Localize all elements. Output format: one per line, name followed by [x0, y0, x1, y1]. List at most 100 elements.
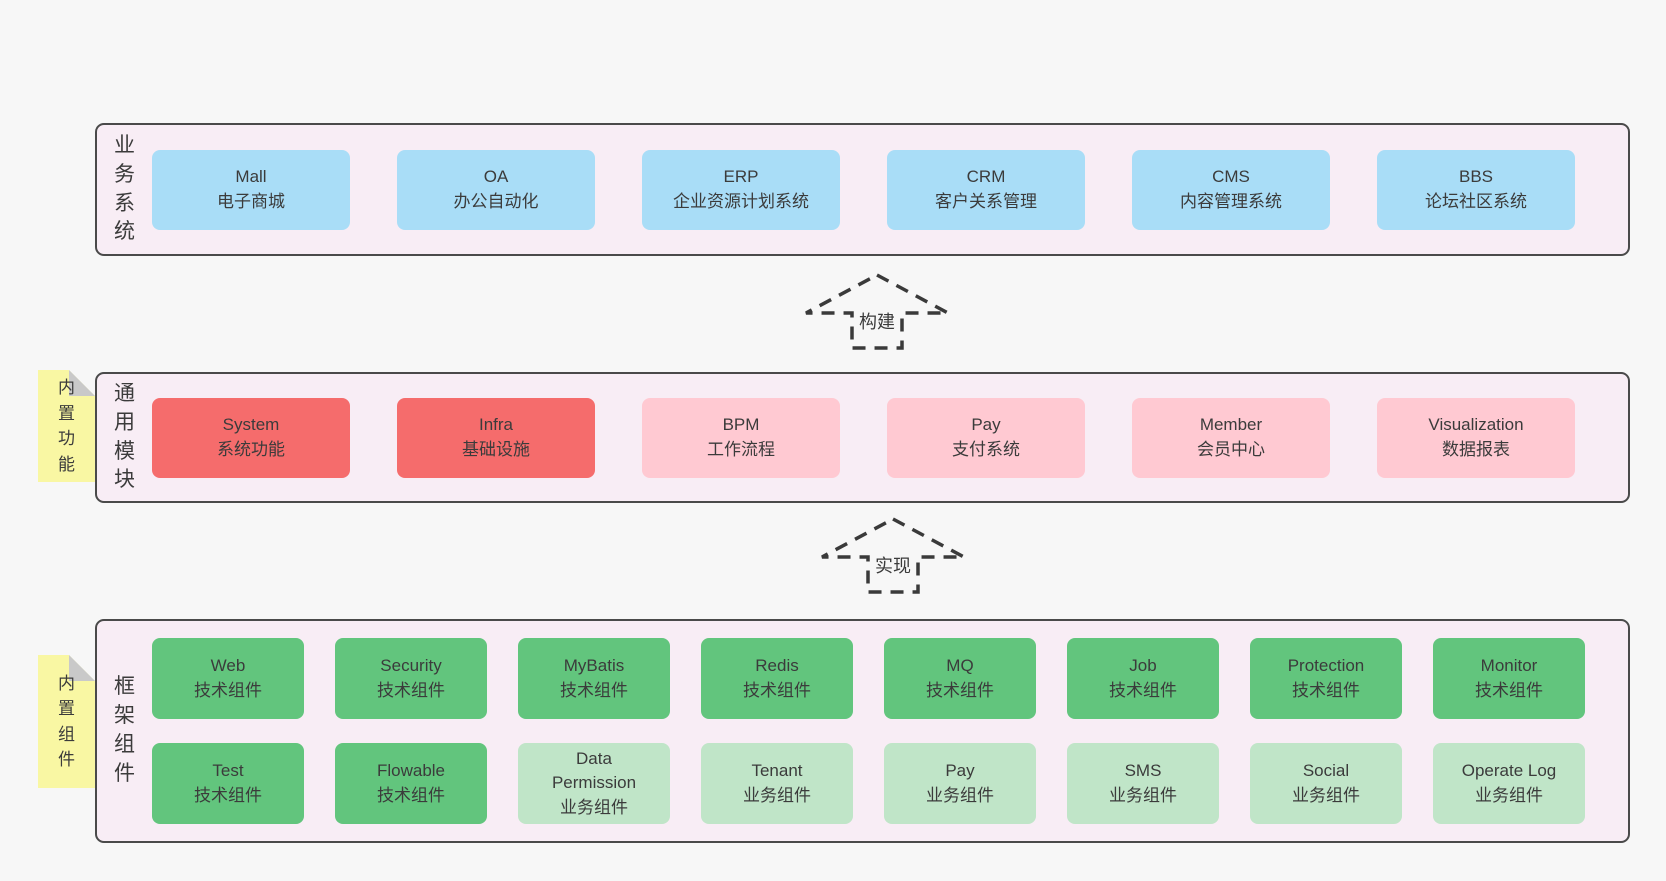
box-subtitle: 业务组件: [560, 797, 628, 817]
box-subtitle: 业务组件: [743, 785, 811, 805]
box-web: Web 技术组件: [152, 638, 304, 719]
box-pay-module: Pay 支付系统: [887, 397, 1085, 478]
box-subtitle: 技术组件: [560, 680, 628, 700]
box-bpm: BPM 工作流程: [642, 397, 840, 478]
arrow-build-label: 构建: [855, 307, 899, 335]
box-title: BBS: [1458, 166, 1494, 186]
box-subtitle: 技术组件: [377, 680, 445, 700]
box-title: Redis: [755, 655, 799, 675]
layer-business-systems: 业务系统 Mall 电子商城 OA 办公自动化 ERP 企业资源计划系统 CRM…: [95, 123, 1630, 256]
box-tenant: Tenant 业务组件: [701, 743, 853, 824]
box-subtitle: 客户关系管理: [935, 191, 1037, 211]
box-title: Protection: [1287, 655, 1365, 675]
box-job: Job 技术组件: [1067, 638, 1219, 719]
sticky-note-builtin-features: 内置功能: [38, 370, 95, 482]
layer-label-common-modules: 通用模块: [97, 374, 152, 501]
note-text: 内置组件: [58, 673, 75, 770]
box-title: Infra: [478, 414, 514, 434]
box-protection: Protection 技术组件: [1250, 638, 1402, 719]
box-title: Visualization: [1428, 414, 1524, 434]
box-subtitle: 业务组件: [1292, 785, 1360, 805]
box-subtitle: 电子商城: [217, 191, 285, 211]
box-bbs: BBS 论坛社区系统: [1377, 149, 1575, 230]
box-title: CRM: [966, 166, 1006, 186]
box-subtitle: 内容管理系统: [1180, 191, 1282, 211]
box-subtitle: 论坛社区系统: [1425, 191, 1527, 211]
box-subtitle: 数据报表: [1442, 439, 1510, 459]
box-subtitle: 业务组件: [1475, 785, 1543, 805]
box-sms: SMS 业务组件: [1067, 743, 1219, 824]
box-title: MQ: [946, 655, 974, 675]
layer-label-text: 通用模块: [114, 381, 135, 492]
component-boxes-area: Web 技术组件 Security 技术组件 MyBatis 技术组件 Redi…: [152, 621, 1628, 841]
business-boxes-row: Mall 电子商城 OA 办公自动化 ERP 企业资源计划系统 CRM 客户关系…: [152, 149, 1628, 230]
module-boxes-area: System 系统功能 Infra 基础设施 BPM 工作流程 Pay 支付系统…: [152, 374, 1628, 501]
box-monitor: Monitor 技术组件: [1433, 638, 1585, 719]
box-subtitle: 系统功能: [217, 439, 285, 459]
box-mq: MQ 技术组件: [884, 638, 1036, 719]
up-arrow-dashed-icon: [805, 273, 949, 350]
box-title: OA: [483, 166, 509, 186]
box-crm: CRM 客户关系管理: [887, 149, 1085, 230]
box-title: CMS: [1212, 166, 1250, 186]
box-cms: CMS 内容管理系统: [1132, 149, 1330, 230]
box-title: Job: [1129, 655, 1157, 675]
box-title: Member: [1199, 414, 1263, 434]
component-boxes-row-1: Web 技术组件 Security 技术组件 MyBatis 技术组件 Redi…: [152, 638, 1628, 719]
box-subtitle: 技术组件: [377, 785, 445, 805]
box-infra: Infra 基础设施: [397, 397, 595, 478]
box-subtitle: 办公自动化: [453, 191, 539, 211]
box-operate-log: Operate Log 业务组件: [1433, 743, 1585, 824]
box-subtitle: 工作流程: [707, 439, 775, 459]
box-redis: Redis 技术组件: [701, 638, 853, 719]
box-pay-component: Pay 业务组件: [884, 743, 1036, 824]
box-title: Pay: [971, 414, 1001, 434]
box-subtitle: 技术组件: [926, 680, 994, 700]
sticky-note-builtin-components: 内置组件: [38, 655, 95, 788]
layer-framework-components: 框架组件 Web 技术组件 Security 技术组件 MyBatis 技术组件…: [95, 619, 1630, 843]
box-subtitle: 技术组件: [1475, 680, 1543, 700]
box-subtitle: 会员中心: [1197, 439, 1265, 459]
layer-label-text: 框架组件: [114, 675, 135, 785]
box-member: Member 会员中心: [1132, 397, 1330, 478]
box-title: Monitor: [1480, 655, 1538, 675]
box-social: Social 业务组件: [1250, 743, 1402, 824]
box-title: Tenant: [751, 760, 803, 780]
module-boxes-row: System 系统功能 Infra 基础设施 BPM 工作流程 Pay 支付系统…: [152, 397, 1628, 478]
box-title: Security: [380, 655, 442, 675]
box-subtitle: 技术组件: [194, 680, 262, 700]
box-system: System 系统功能: [152, 397, 350, 478]
box-subtitle: 支付系统: [952, 439, 1020, 459]
layer-common-modules: 通用模块 System 系统功能 Infra 基础设施 BPM 工作流程 Pay…: [95, 372, 1630, 503]
box-title: Data Permission: [551, 748, 637, 793]
box-flowable: Flowable 技术组件: [335, 743, 487, 824]
box-mall: Mall 电子商城: [152, 149, 350, 230]
note-text: 内置功能: [58, 378, 75, 474]
box-title: Pay: [945, 760, 975, 780]
box-title: Test: [212, 760, 244, 780]
up-arrow-dashed-icon: [821, 517, 965, 594]
box-title: Web: [210, 655, 246, 675]
component-boxes-row-2: Test 技术组件 Flowable 技术组件 Data Permission …: [152, 743, 1628, 824]
box-title: Operate Log: [1461, 760, 1557, 780]
box-subtitle: 技术组件: [194, 785, 262, 805]
box-visualization: Visualization 数据报表: [1377, 397, 1575, 478]
box-security: Security 技术组件: [335, 638, 487, 719]
arrow-implement: 实现: [818, 515, 968, 595]
box-title: System: [222, 414, 280, 434]
box-subtitle: 技术组件: [1109, 680, 1177, 700]
arrow-implement-label: 实现: [871, 551, 915, 579]
box-mybatis: MyBatis 技术组件: [518, 638, 670, 719]
layer-label-text: 业务系统: [114, 133, 135, 244]
box-title: Flowable: [376, 760, 446, 780]
box-erp: ERP 企业资源计划系统: [642, 149, 840, 230]
arrow-build: 构建: [802, 271, 952, 351]
box-title: Social: [1302, 760, 1350, 780]
box-subtitle: 技术组件: [743, 680, 811, 700]
box-title: SMS: [1124, 760, 1162, 780]
box-title: ERP: [723, 166, 759, 186]
box-subtitle: 技术组件: [1292, 680, 1360, 700]
box-subtitle: 业务组件: [1109, 785, 1177, 805]
box-title: BPM: [722, 414, 760, 434]
